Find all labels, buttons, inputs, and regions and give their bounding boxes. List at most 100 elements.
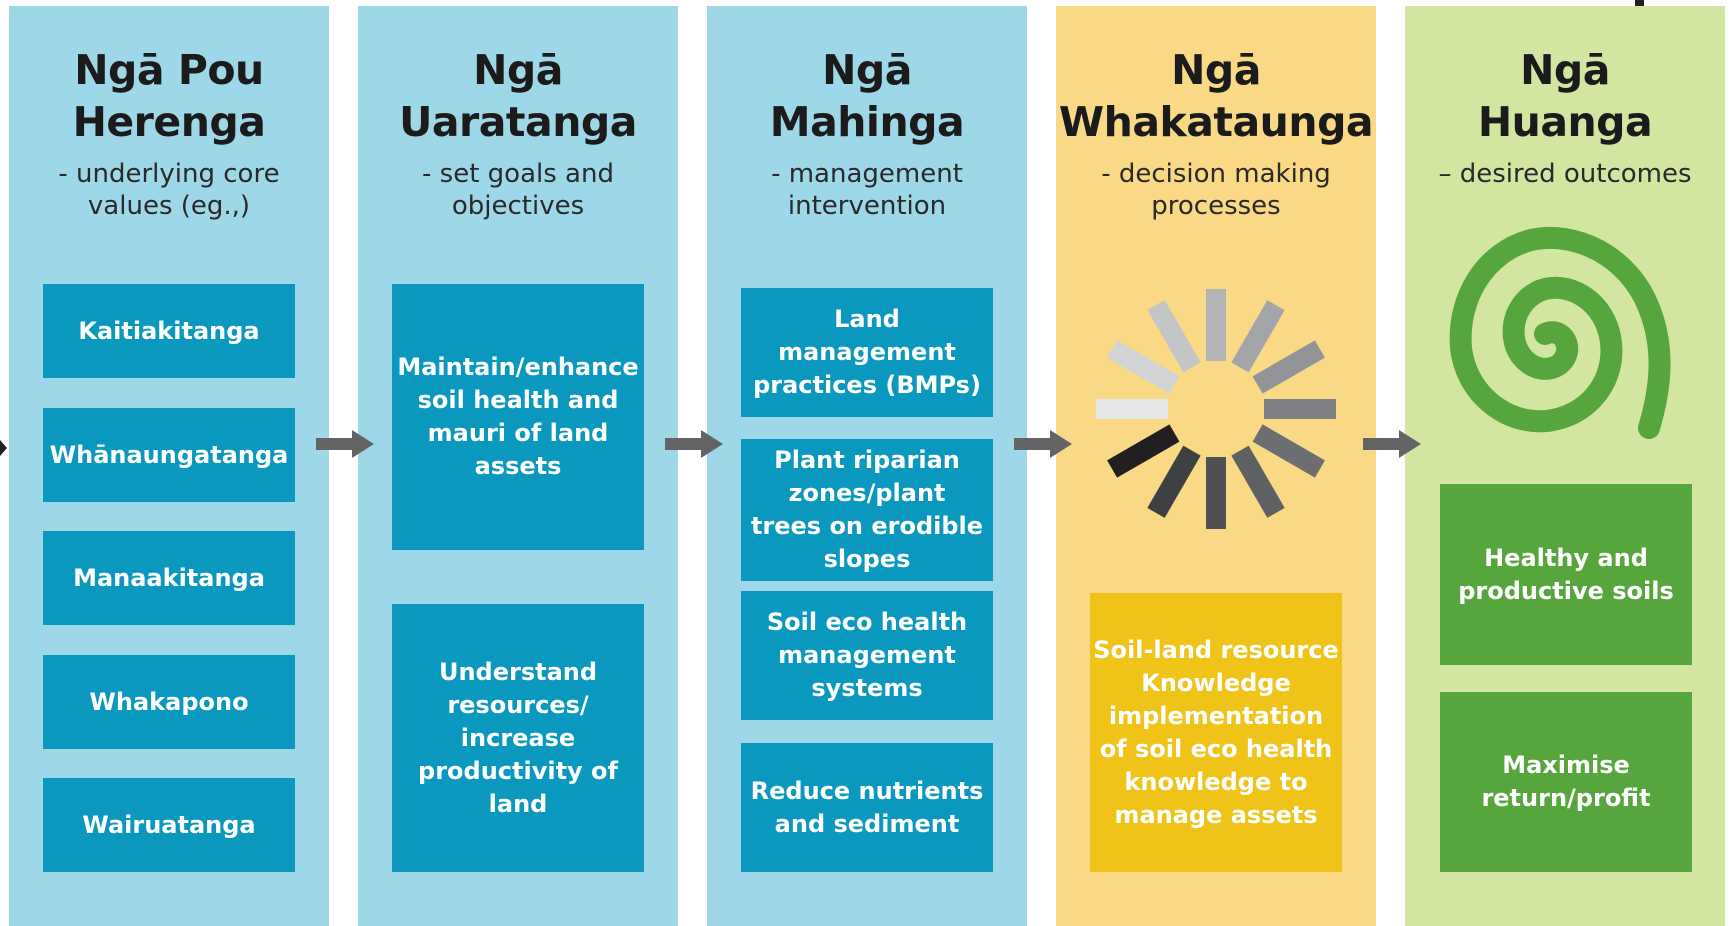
box-text: return/profit — [1481, 784, 1651, 812]
spinner-spoke — [1147, 445, 1201, 518]
spinner-spoke — [1231, 300, 1285, 373]
column-nga-whakataunga: Ngā Whakataunga - decision making proces… — [1056, 6, 1376, 926]
column-title-line: Ngā Pou — [74, 46, 264, 94]
spinner-spoke — [1264, 399, 1336, 419]
box-text-group: Understand resources/ increase productiv… — [418, 656, 618, 821]
box-text: zones/plant — [788, 479, 946, 507]
box-text: management — [778, 338, 956, 366]
box-text: Reduce nutrients — [750, 776, 984, 805]
column-title-line: Ngā — [473, 46, 563, 94]
box-text: slopes — [823, 545, 911, 573]
column-title-line: Ngā — [1171, 46, 1261, 94]
column-title-line: Ngā — [1520, 46, 1610, 94]
box-text: implementation — [1108, 701, 1324, 730]
column-title-line: Huanga — [1477, 98, 1653, 146]
spinner-spoke — [1252, 340, 1325, 394]
box-text: Understand — [438, 657, 598, 686]
box-text: Knowledge — [1141, 668, 1291, 697]
box-text: manage assets — [1114, 800, 1318, 829]
column-subtitle-line: – desired outcomes — [1438, 159, 1692, 189]
spinner-spoke — [1206, 457, 1226, 529]
box-text: productivity of — [418, 756, 618, 785]
box-text: Soil eco health — [766, 608, 968, 636]
box-text: practices (BMPs) — [753, 371, 981, 399]
value-box-whanaungatanga: Whānaungatanga — [43, 408, 295, 502]
column-title: Ngā Pou Herenga — [9, 44, 329, 148]
flow-arrow-1 — [316, 430, 374, 458]
box-text: Plant riparian — [774, 446, 960, 474]
intervention-box-soil-eco-health: Soil eco health management systems — [741, 591, 993, 720]
intervention-box-land-management: Land management practices (BMPs) — [741, 288, 993, 417]
box-text: soil health and — [417, 386, 619, 414]
box-text: Whānaungatanga — [49, 440, 289, 469]
column-subtitle-line: - set goals and — [422, 159, 614, 189]
outcome-box-healthy-soils: Healthy and productive soils — [1440, 484, 1692, 665]
outcome-box-maximise-return: Maximise return/profit — [1440, 692, 1692, 872]
box-text: Whakapono — [89, 687, 249, 716]
spinner-spoke — [1107, 340, 1180, 394]
column-subtitle-line: objectives — [451, 191, 585, 221]
box-text-group: Reduce nutrients and sediment — [751, 775, 984, 841]
box-text-group: Maximise return/profit — [1481, 749, 1650, 815]
box-text-group: Soil eco health management systems — [767, 606, 967, 705]
goal-box-soil-health: Maintain/enhance soil health and mauri o… — [392, 284, 644, 550]
value-box-whakapono: Whakapono — [43, 655, 295, 749]
column-nga-pou-herenga: Ngā Pou Herenga - underlying core values… — [9, 6, 329, 926]
box-text: resources/ — [447, 690, 589, 719]
column-subtitle-line: - decision making — [1101, 159, 1331, 189]
spinner-spoke — [1231, 445, 1285, 518]
box-text-group: Healthy and productive soils — [1458, 542, 1673, 608]
box-text: Maintain/enhance — [397, 353, 639, 381]
box-text: Manaakitanga — [73, 563, 265, 592]
spinner-spoke — [1252, 424, 1325, 478]
flow-arrow-2 — [665, 430, 723, 458]
column-subtitle-line: processes — [1151, 191, 1281, 221]
column-subtitle: – desired outcomes — [1405, 158, 1725, 190]
column-title-line: Uaratanga — [399, 98, 637, 146]
spinner-spoke — [1107, 424, 1180, 478]
column-title-line: Herenga — [72, 98, 266, 146]
box-text: Wairuatanga — [82, 810, 256, 839]
value-box-kaitiakitanga: Kaitiakitanga — [43, 284, 295, 378]
koru-spiral-icon — [1449, 226, 1671, 439]
box-text: Healthy and — [1484, 543, 1648, 572]
spinner-spoke — [1147, 300, 1201, 373]
spinner-spoke — [1096, 399, 1168, 419]
spinner-spoke — [1206, 289, 1226, 361]
box-text: of soil eco health — [1099, 734, 1333, 763]
box-text: trees on erodible — [750, 512, 984, 540]
column-title-line: Mahinga — [769, 98, 965, 146]
incoming-arrow-fragment — [0, 440, 7, 456]
box-text: land — [488, 789, 548, 818]
box-text: and sediment — [774, 809, 960, 838]
column-nga-huanga: Ngā Huanga – desired outcomes Healthy an… — [1405, 6, 1725, 926]
box-text-group: Soil-land resource Knowledge implementat… — [1093, 634, 1339, 832]
box-text: Soil-land resource — [1093, 635, 1339, 664]
flow-arrow-4 — [1363, 430, 1421, 458]
column-title: Ngā Uaratanga — [358, 44, 678, 148]
column-subtitle-line: values (eg.,) — [87, 191, 251, 221]
column-subtitle: - decision making processes — [1056, 158, 1376, 222]
box-text: knowledge to — [1124, 767, 1308, 796]
column-subtitle-line: intervention — [787, 191, 947, 221]
decision-box-soil-land-resource: Soil-land resource Knowledge implementat… — [1090, 593, 1342, 872]
value-box-wairuatanga: Wairuatanga — [43, 778, 295, 872]
box-text-group: Land management practices (BMPs) — [753, 303, 981, 402]
box-text: assets — [474, 452, 562, 480]
box-text: increase — [460, 723, 576, 752]
column-nga-uaratanga: Ngā Uaratanga - set goals and objectives… — [358, 6, 678, 926]
box-text: systems — [811, 674, 923, 702]
column-title: Ngā Whakataunga — [1056, 44, 1376, 148]
value-box-manaakitanga: Manaakitanga — [43, 531, 295, 625]
column-subtitle: - management intervention — [707, 158, 1027, 222]
goal-box-productivity: Understand resources/ increase productiv… — [392, 604, 644, 872]
box-text: Land — [834, 305, 900, 333]
column-title-line: Whakataunga — [1058, 98, 1374, 146]
intervention-box-riparian: Plant riparian zones/plant trees on erod… — [741, 439, 993, 581]
box-text: mauri of land — [427, 419, 609, 447]
loading-spinner-icon — [1096, 289, 1336, 529]
column-subtitle: - set goals and objectives — [358, 158, 678, 222]
cropped-mark-fragment — [1635, 0, 1644, 6]
box-text-group: Maintain/enhance soil health and mauri o… — [397, 351, 638, 483]
box-text: Kaitiakitanga — [78, 316, 260, 345]
